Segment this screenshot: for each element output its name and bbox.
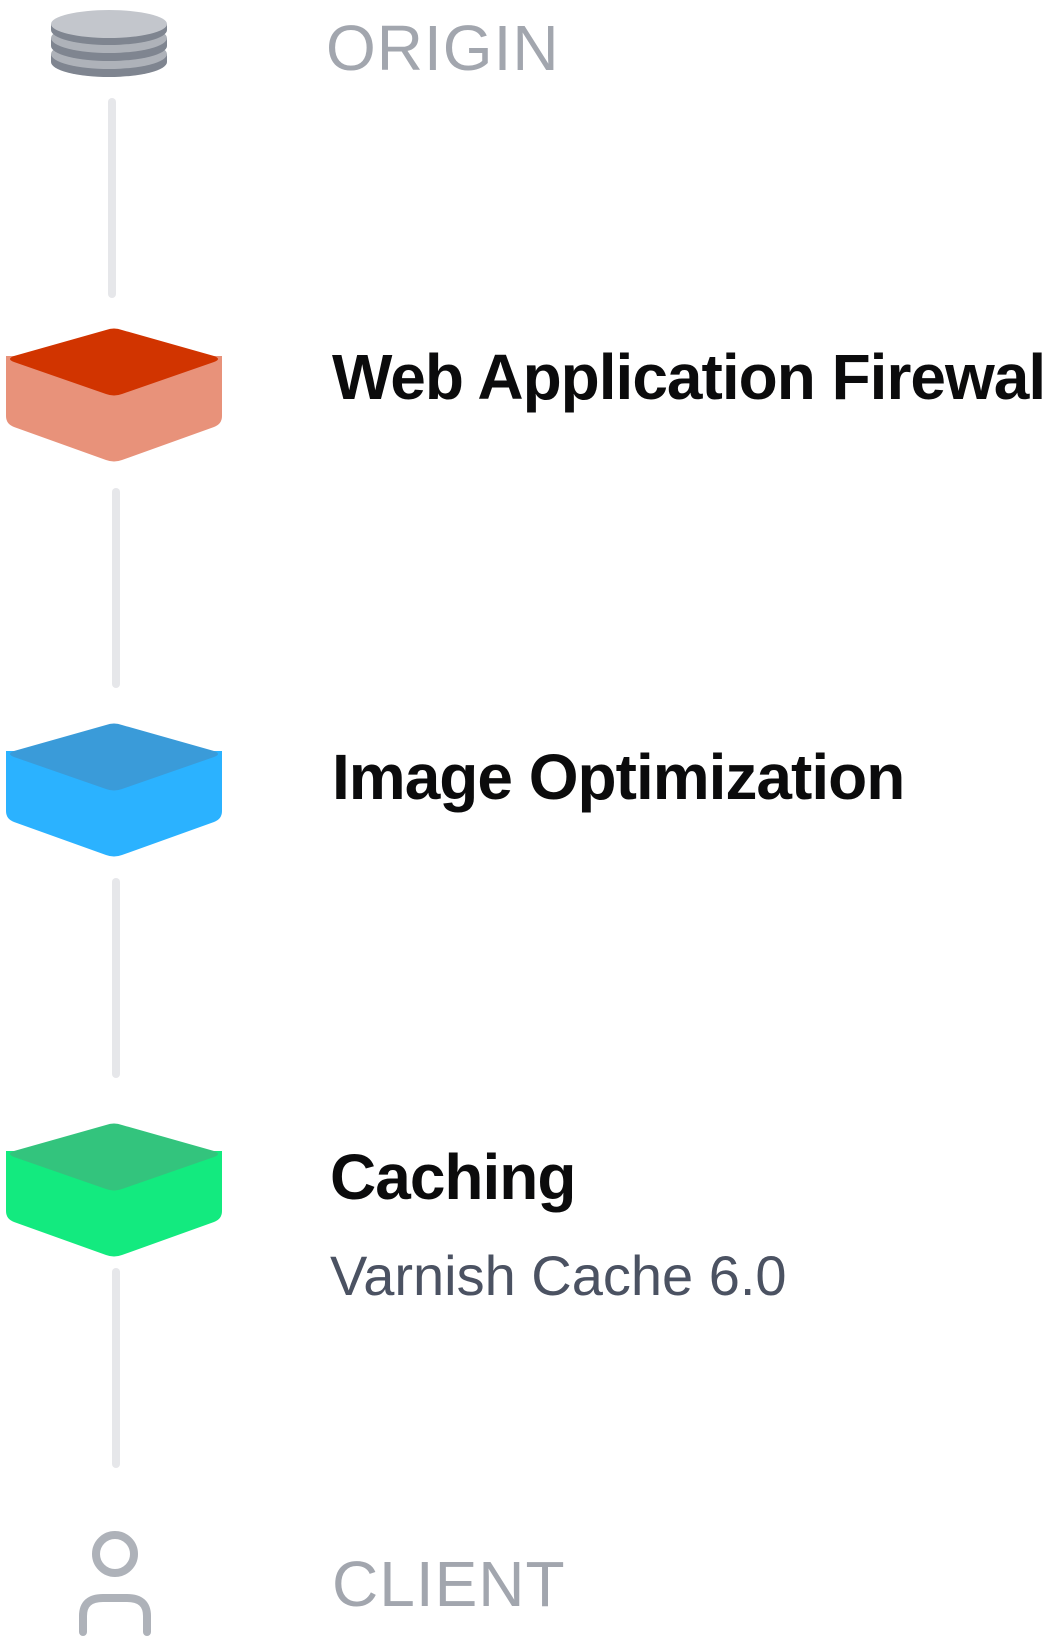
- caching-layer-icon: [6, 1123, 222, 1257]
- origin-label: ORIGIN: [326, 12, 560, 84]
- image-optimization-title: Image Optimization: [332, 741, 905, 813]
- client-label: CLIENT: [332, 1548, 566, 1620]
- user-icon: [79, 1531, 151, 1636]
- image-optimization-layer-side: [6, 751, 222, 857]
- connector-caching-client: [112, 1268, 120, 1468]
- firewall-layer-icon: [6, 328, 222, 462]
- caching-layer-side: [6, 1151, 222, 1257]
- image-optimization-layer-icon: [6, 723, 222, 857]
- firewall-layer-side: [6, 356, 222, 462]
- image-optimization-layer-top: [10, 723, 218, 791]
- firewall-title: Web Application Firewall: [332, 341, 1046, 413]
- connector-firewall-image: [112, 488, 120, 688]
- caching-layer-top: [10, 1123, 218, 1191]
- caching-subtitle: Varnish Cache 6.0: [330, 1244, 787, 1307]
- connector-image-caching: [112, 878, 120, 1078]
- connector-origin-firewall: [108, 98, 116, 298]
- firewall-layer-top: [10, 328, 218, 396]
- caching-title: Caching: [330, 1141, 576, 1213]
- database-icon: [51, 10, 167, 77]
